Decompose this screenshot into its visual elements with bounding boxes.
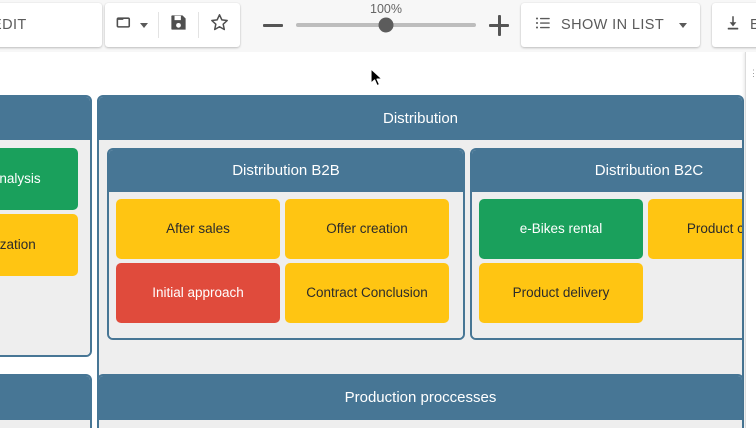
- panel-handle-dots-icon: ⋮: [749, 68, 756, 78]
- folder-caret-down-icon: [140, 22, 148, 28]
- show-in-list-caret-down-icon: [679, 22, 688, 28]
- export-button-group: E: [712, 3, 756, 47]
- export-button[interactable]: E: [712, 3, 756, 47]
- zoom-control-group: 100%: [258, 2, 514, 47]
- group-left-partial-title: [0, 97, 90, 140]
- node-offer-creation-label: Offer creation: [326, 220, 408, 236]
- toolbar-divider-2: [198, 12, 199, 38]
- group-distribution-b2b[interactable]: Distribution B2B After sales Offer creat…: [107, 148, 465, 340]
- toolbar-divider: [158, 12, 159, 38]
- node-ganization[interactable]: ganization: [0, 214, 78, 276]
- group-left-partial-body: ent analysis ganization: [0, 140, 90, 355]
- group-left-bottom-partial-title: [0, 376, 90, 420]
- download-icon: [724, 14, 742, 37]
- node-ebikes-rental-label: e-Bikes rental: [519, 220, 603, 236]
- node-ebikes-rental[interactable]: e-Bikes rental: [479, 199, 643, 259]
- show-in-list-group: SHOW IN LIST: [521, 3, 701, 47]
- node-ent-analysis[interactable]: ent analysis: [0, 148, 78, 210]
- node-ent-analysis-label: ent analysis: [0, 170, 41, 186]
- edit-button-label: EDIT: [0, 17, 27, 33]
- group-distribution-b2b-title: Distribution B2B: [109, 150, 463, 192]
- save-disk-icon: [169, 13, 188, 37]
- group-left-bottom-partial[interactable]: [0, 374, 92, 428]
- group-distribution-body: Distribution B2B After sales Offer creat…: [99, 140, 742, 411]
- node-product-delivery[interactable]: Product delivery: [479, 263, 643, 323]
- edit-button[interactable]: EDIT: [0, 3, 39, 47]
- right-side-panel[interactable]: ⋮: [745, 52, 756, 428]
- node-product-consumption[interactable]: Product consu: [648, 199, 744, 259]
- group-production-processes-title: Production proccesses: [99, 376, 742, 420]
- node-product-delivery-label: Product delivery: [512, 284, 610, 300]
- group-left-bottom-partial-body: [0, 420, 90, 428]
- zoom-out-button[interactable]: [258, 10, 288, 40]
- zoom-in-button[interactable]: [484, 10, 514, 40]
- group-distribution[interactable]: Distribution Distribution B2B After sale…: [97, 95, 744, 413]
- node-initial-approach[interactable]: Initial approach: [116, 263, 280, 323]
- node-after-sales[interactable]: After sales: [116, 199, 280, 259]
- folder-icon: [115, 13, 134, 37]
- list-bullet-icon: [534, 14, 552, 37]
- group-distribution-b2c[interactable]: Distribution B2C e-Bikes rental Product …: [470, 148, 744, 340]
- node-contract-conclusion[interactable]: Contract Conclusion: [285, 263, 449, 323]
- star-outline-icon: [209, 12, 230, 38]
- zoom-level-label: 100%: [370, 2, 402, 16]
- node-offer-creation[interactable]: Offer creation: [285, 199, 449, 259]
- show-in-list-label: SHOW IN LIST: [561, 17, 665, 33]
- node-contract-conclusion-label: Contract Conclusion: [306, 284, 428, 300]
- save-button[interactable]: [159, 3, 198, 47]
- edit-button-group: EDIT: [0, 3, 102, 47]
- node-initial-approach-label: Initial approach: [152, 284, 244, 300]
- export-button-label: E: [750, 17, 756, 33]
- group-production-processes-body: [99, 420, 742, 428]
- group-distribution-b2b-body: After sales Offer creation Initial appro…: [109, 192, 463, 338]
- group-production-processes[interactable]: Production proccesses: [97, 374, 744, 428]
- group-distribution-title: Distribution: [99, 97, 742, 140]
- favorite-button[interactable]: [199, 3, 240, 47]
- node-after-sales-label: After sales: [166, 220, 230, 236]
- zoom-slider[interactable]: 100%: [296, 2, 476, 47]
- group-left-partial[interactable]: ent analysis ganization: [0, 95, 92, 357]
- zoom-slider-thumb[interactable]: [378, 17, 394, 33]
- show-in-list-button[interactable]: SHOW IN LIST: [521, 3, 700, 47]
- node-ganization-label: ganization: [0, 236, 36, 252]
- node-product-consumption-label: Product consu: [686, 220, 744, 236]
- diagram-canvas[interactable]: ent analysis ganization Distribution Dis…: [0, 52, 756, 428]
- toolbar: EDIT: [0, 0, 756, 52]
- file-actions-group: [105, 3, 240, 47]
- folder-button[interactable]: [105, 3, 158, 47]
- group-distribution-b2c-title: Distribution B2C: [472, 150, 742, 192]
- group-distribution-b2c-body: e-Bikes rental Product consu Product del…: [472, 192, 744, 338]
